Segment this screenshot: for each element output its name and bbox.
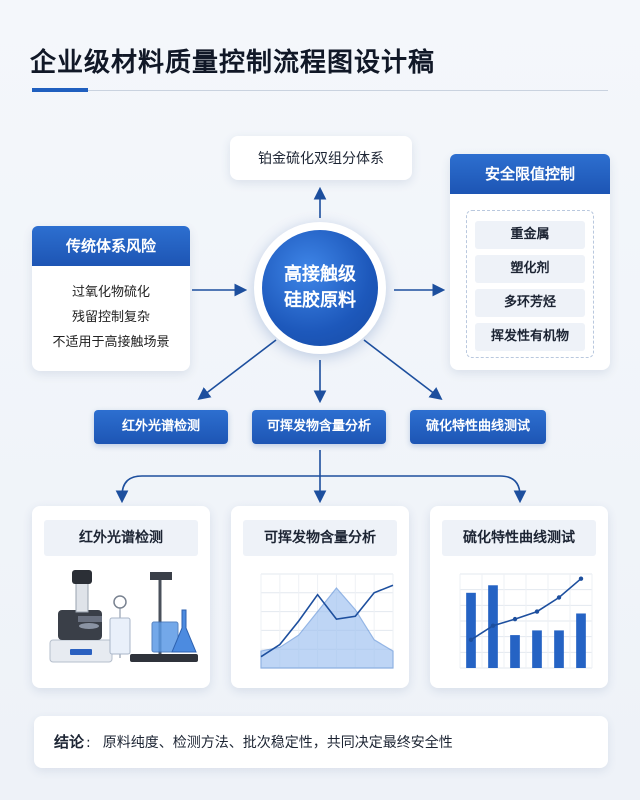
control-item: 多环芳烃 [475,289,585,317]
trend-point [578,576,584,581]
trend-line [470,578,582,641]
trend-point [534,609,540,614]
volatile-area-chart [260,573,394,669]
method-volatile: 可挥发物含量分析 [252,410,386,444]
arrow-to-method-1 [197,339,277,400]
control-item: 塑化剂 [475,255,585,283]
arrow-to-method-3 [363,339,443,400]
bar [532,630,542,668]
conclusion-label: 结论 [54,733,85,751]
bar [510,635,520,668]
control-header: 安全限值控制 [450,154,610,194]
risk-header: 传统体系风险 [32,226,190,266]
center-line-1: 高接触级 [284,264,356,285]
panel-volatile: 可挥发物含量分析 [231,506,409,688]
cure-bar-chart [459,573,593,669]
trend-point [556,595,562,600]
control-item: 挥发性有机物 [475,323,585,351]
panel-infrared: 红外光谱检测 [32,506,210,688]
conclusion-text: 原料纯度、检测方法、批次稳定性，共同决定最终安全性 [102,735,453,751]
top-system-label: 铂金硫化双组分体系 [258,151,384,167]
risk-card: 传统体系风险 过氧化物硫化 残留控制复杂 不适用于高接触场景 [32,226,190,371]
control-list: 重金属 塑化剂 多环芳烃 挥发性有机物 [466,210,594,358]
control-item: 重金属 [475,221,585,249]
title-divider [88,90,608,91]
risk-item: 过氧化物硫化 [71,285,150,300]
page-title: 企业级材料质量控制流程图设计稿 [30,48,436,78]
panel-cure-curve: 硫化特性曲线测试 [430,506,608,688]
panel-label: 硫化特性曲线测试 [442,520,596,556]
title-accent-bar [32,88,88,92]
trend-point [468,637,474,642]
risk-item: 残留控制复杂 [71,310,150,325]
panel-label: 红外光谱检测 [44,520,198,556]
trend-point [512,616,518,622]
center-line-2: 硅胶原料 [284,290,356,311]
risk-item: 不适用于高接触场景 [52,335,170,350]
conclusion-box: 结论: 原料纯度、检测方法、批次稳定性，共同决定最终安全性 [34,716,608,768]
method-infrared: 红外光谱检测 [94,410,228,444]
conclusion-colon: : [86,735,91,751]
bar [576,613,586,668]
bar [554,630,564,668]
risk-list: 过氧化物硫化 残留控制复杂 不适用于高接触场景 [32,280,190,355]
top-system-box: 铂金硫化双组分体系 [230,136,412,180]
series-area [260,587,394,669]
panel-label: 可挥发物含量分析 [243,520,397,556]
lab-equipment-illustration [49,570,198,663]
center-node: 高接触级 硅胶原料 [262,230,378,346]
trend-point [490,623,496,628]
branch-line [121,475,521,497]
control-card: 安全限值控制 重金属 塑化剂 多环芳烃 挥发性有机物 [450,154,610,370]
series-line [260,584,394,658]
method-cure-curve: 硫化特性曲线测试 [410,410,546,444]
bar [466,592,476,668]
